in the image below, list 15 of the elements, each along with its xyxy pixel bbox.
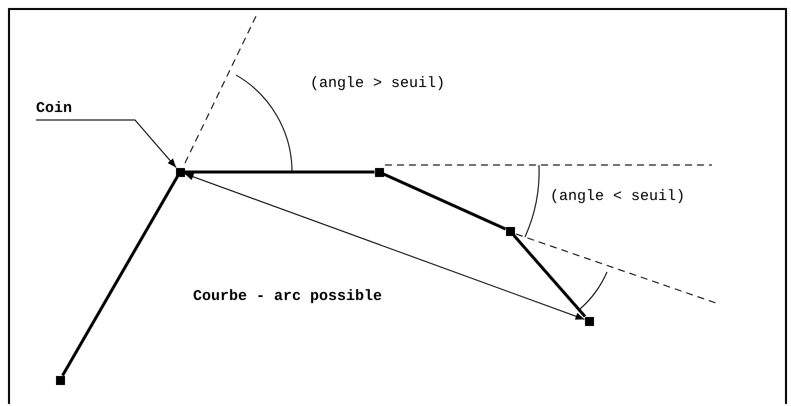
edge-label: Courbe - arc possible <box>193 288 382 305</box>
curve-segment <box>184 170 374 174</box>
curve-segment <box>61 176 179 376</box>
curve-segment <box>382 172 506 230</box>
vertex-marker <box>506 226 514 236</box>
vertex-marker <box>584 316 594 326</box>
leader-line <box>36 120 177 168</box>
corner-label: Coin <box>36 100 72 117</box>
angle-label: (angle > seuil) <box>310 75 446 92</box>
vertex-marker <box>176 168 184 176</box>
double-arrow <box>184 173 585 320</box>
curve-segment <box>512 234 586 318</box>
vertex-marker <box>374 168 384 176</box>
angle-label: (angle < seuil) <box>550 188 686 205</box>
vertex-marker <box>56 376 64 384</box>
